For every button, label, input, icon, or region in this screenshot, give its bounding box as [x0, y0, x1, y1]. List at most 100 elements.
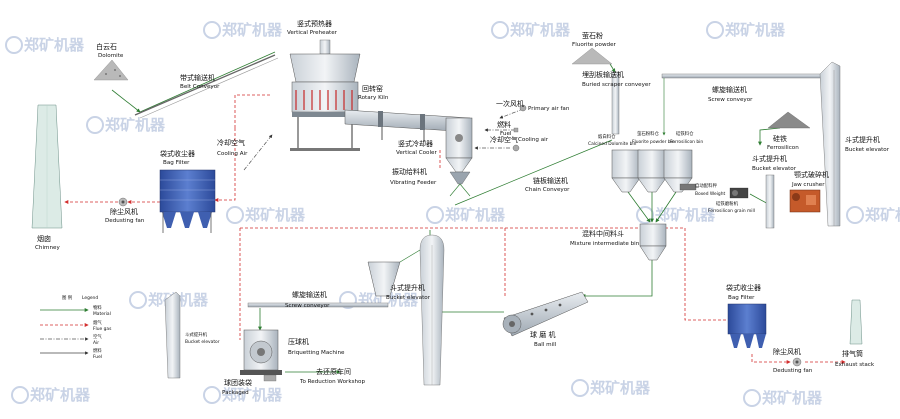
watermark-logo-icon: 郑矿机器 [426, 206, 506, 224]
legend-label-en: Flue gas [93, 326, 112, 332]
vertical-cooler [445, 117, 473, 173]
mixture-bin-label-cn: 混料中间料斗 [582, 229, 624, 238]
bag-filter-left-label-en: Bag Filter [163, 160, 190, 166]
ferrosilicon-label-cn: 硅铁 [773, 134, 787, 143]
jaw-crusher-label-en: Jaw crusher [791, 182, 825, 188]
legend-label-cn: 空气 [93, 333, 102, 340]
material-line-bin3-to-mix [655, 191, 677, 223]
watermark-logo-icon: 郑矿机器 [743, 389, 823, 407]
flue-gas-line-preheater [234, 94, 270, 128]
fluorite-bin-label-cn: 萤石粉料仓 [637, 130, 660, 137]
watermark-text: 郑矿机器 [245, 206, 306, 224]
watermark-text: 郑矿机器 [24, 36, 85, 54]
screw-conveyor-center-label-en: Screw conveyor [285, 303, 330, 309]
exhaust-stack-label-en: Exhaust stack [835, 362, 875, 368]
vertical-cooler-label-en: Vertical Cooler [396, 150, 437, 156]
fuel-icon [513, 127, 519, 133]
dolomite-label-en: Dolomite [98, 53, 124, 59]
primary-air-fan-label-cn: 一次风机 [496, 99, 524, 108]
screw-conveyor-top-label-en: Screw conveyor [708, 97, 753, 103]
packaged-label-en: Packaged [222, 390, 249, 396]
watermark-logo-icon: 郑矿机器 [226, 206, 306, 224]
material-line-mix-to-ball-mill [581, 260, 653, 298]
cooling-air-left-label-en: Cooling Air [217, 151, 248, 157]
primary-air-line [499, 108, 524, 119]
watermark-text: 郑矿机器 [222, 386, 283, 404]
material-line-bin1-to-mix [627, 191, 651, 223]
watermark-text: 郑矿机器 [105, 116, 166, 134]
legend-title-en: Legend [82, 295, 98, 301]
dedusting-fan-left-icon [118, 197, 128, 207]
watermark-text: 郑矿机器 [222, 21, 283, 39]
bucket-elevator-mid-label-cn: 斗式提升机 [752, 154, 787, 163]
batching-scale-label-cn: 自动配料秤 [695, 182, 718, 189]
calcined-bin-label-cn: 煅白料仓 [598, 133, 616, 140]
fluorite-pile-icon [571, 47, 613, 65]
exhaust-stack [849, 299, 863, 345]
cooling-air-line-left [243, 134, 273, 171]
legend-label-en: Fuel [93, 354, 102, 360]
legend-label-en: Air [93, 340, 99, 346]
exhaust-stack-label-cn: 排气筒 [842, 349, 863, 358]
chain-conveyor-label-en: Chain Conveyor [525, 187, 570, 193]
chimney-label-en: Chimney [35, 245, 60, 251]
vertical-cooler-label-cn: 竖式冷却器 [398, 139, 433, 148]
watermarks: 郑矿机器 郑矿机器 郑矿机器 郑矿机器 郑矿机器 郑矿机器 郑矿机器 郑矿机器 … [5, 21, 900, 407]
bucket-elevator-center [419, 234, 445, 386]
batching-scale-label-en: Boxed Weight [695, 191, 725, 197]
buried-scraper-conveyor [611, 71, 620, 135]
dolomite-label-cn: 白云石 [96, 42, 117, 51]
preheater-label-en: Vertical Preheater [287, 30, 338, 36]
dedusting-fan-right-label-cn: 除尘风机 [773, 347, 801, 356]
ball-mill [502, 291, 589, 337]
ferrosilicon-bin [663, 149, 693, 193]
dedusting-fan-right-icon [792, 357, 802, 367]
chimney [31, 104, 63, 229]
bag-filter-right-label-cn: 袋式收尘器 [726, 283, 761, 292]
vibrating-feeder [449, 171, 471, 197]
watermark-logo-icon: 郑矿机器 [11, 386, 91, 404]
rotary-kiln-label-en: Rotary Kiln [358, 95, 389, 101]
dedusting-fan-left-label-en: Dedusting fan [105, 218, 145, 224]
cooling-air-label-en: Cooling air [518, 137, 549, 143]
to-reduction-label-cn: 去还原车间 [316, 367, 351, 376]
air-lines [243, 108, 524, 171]
cooling-air-label-cn: 冷却空气 [490, 135, 518, 144]
calcined-bin-label-en: Calcined Dolomite bin [588, 141, 637, 147]
belt-conveyor [134, 54, 279, 119]
cooling-air-fan-icon [512, 144, 520, 152]
jaw-crusher-label-cn: 颚式破碎机 [794, 170, 829, 179]
jaw-crusher [789, 189, 821, 213]
flue-gas-lines [64, 94, 846, 364]
primary-air-fan-icon [519, 104, 527, 112]
ball-mill-label-en: Ball mill [534, 342, 557, 348]
batching-scale-icon [679, 183, 697, 191]
bag-filter-right [727, 303, 767, 348]
vibrating-feeder-label-en: Vibrating Feeder [390, 180, 437, 186]
dedusting-fan-right-label-en: Dedusting fan [773, 368, 813, 374]
chain-conveyor-line [454, 139, 613, 206]
mixture-bin-label-en: Mixture intermediate bin [570, 241, 640, 247]
ferrosilicon-bin-label-cn: 硅铁料仓 [676, 130, 694, 137]
buried-scraper-label-cn: 埋刮板输送机 [582, 70, 624, 79]
ferrosilicon-grinder-label-cn: 硅铁磨粉机 [716, 200, 739, 207]
briquetting-machine [240, 329, 282, 375]
belt-conveyor-label-en: Belt Conveyor [180, 84, 220, 90]
watermark-logo-icon: 郑矿机器 [491, 21, 571, 39]
fluorite-label-en: Fluorite powder [572, 42, 617, 48]
vibrating-feeder-label-cn: 振动给料机 [392, 167, 427, 176]
legend: 图 例 Legend 物料 Material 烟气 Flue gas 空气 Ai… [40, 294, 112, 360]
hopper-center [367, 249, 421, 297]
primary-air-fan-label-en: Primary air fan [528, 106, 570, 112]
packaged-bag-icon [263, 374, 277, 382]
legend-label-cn: 烟气 [93, 319, 102, 326]
watermark-logo-icon: 郑矿机器 [86, 116, 166, 134]
material-line-fluorite [609, 63, 616, 73]
bucket-elevator-left-label-en: Bucket elevator [185, 339, 220, 345]
legend-title-cn: 图 例 [62, 294, 73, 301]
dust-line-to-bag-filter-right [505, 227, 742, 321]
bucket-elevator-right [819, 61, 841, 227]
ferrosilicon-label-en: Ferrosilicon [767, 145, 799, 151]
